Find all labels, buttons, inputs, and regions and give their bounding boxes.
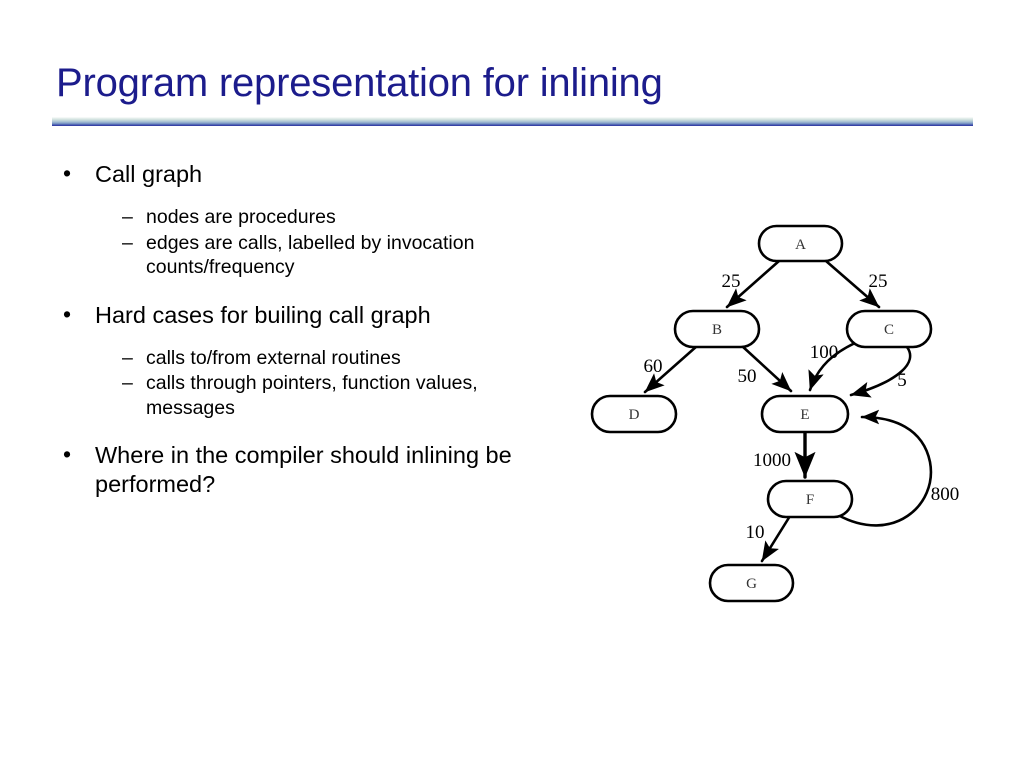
edge-label-b-d: 60 xyxy=(644,356,663,377)
spacer xyxy=(56,192,526,205)
list-item: – calls through pointers, function value… xyxy=(56,371,526,420)
edge-label-c-e-5: 5 xyxy=(897,370,907,391)
spacer xyxy=(56,421,526,441)
graph-node-label: C xyxy=(884,322,894,338)
list-item-label: Where in the compiler should inlining be… xyxy=(95,442,512,497)
edge-c-e-100 xyxy=(808,341,857,392)
title-divider xyxy=(52,117,973,126)
call-graph-svg: A B C D E F G 25 25 60 50 100 xyxy=(590,224,960,603)
page-title: Program representation for inlining xyxy=(56,61,663,105)
edge-b-d xyxy=(643,344,699,394)
bullet-list: • Call graph – nodes are procedures – ed… xyxy=(56,160,526,502)
graph-node-label: B xyxy=(712,322,722,338)
edge-f-g xyxy=(760,514,792,563)
graph-node-label: D xyxy=(629,407,640,423)
graph-node-d[interactable]: D xyxy=(590,394,678,434)
list-item: – nodes are procedures xyxy=(56,205,526,230)
list-item: • Call graph xyxy=(56,160,526,189)
graph-node-b[interactable]: B xyxy=(673,309,761,349)
list-item-label: calls to/from external routines xyxy=(146,346,401,369)
edge-a-c xyxy=(824,259,881,309)
edge-c-e-5 xyxy=(849,345,912,398)
bullet-marker: • xyxy=(63,300,72,327)
list-item-label: edges are calls, labelled by invocation … xyxy=(146,231,475,279)
bullet-marker: – xyxy=(122,231,133,254)
edge-label-a-c: 25 xyxy=(869,271,888,292)
edge-f-e-800 xyxy=(836,409,933,527)
list-item-label: calls through pointers, function values,… xyxy=(146,372,478,419)
bullet-marker: – xyxy=(122,372,133,394)
graph-node-a[interactable]: A xyxy=(757,224,844,263)
bullet-marker: – xyxy=(122,206,133,228)
edge-b-e xyxy=(740,344,793,393)
list-item: • Where in the compiler should inlining … xyxy=(56,441,526,499)
spacer xyxy=(56,281,526,301)
graph-node-label: A xyxy=(795,237,806,253)
bullet-marker: • xyxy=(63,160,72,186)
edge-label-b-e: 50 xyxy=(738,366,757,387)
list-item: – edges are calls, labelled by invocatio… xyxy=(56,231,526,280)
graph-node-label: G xyxy=(746,576,757,592)
graph-node-label: E xyxy=(800,407,809,423)
spacer xyxy=(56,333,526,346)
bullet-marker: • xyxy=(63,441,72,467)
graph-node-label: F xyxy=(806,492,814,508)
edge-label-f-g: 10 xyxy=(746,522,765,543)
list-item-label: Hard cases for builing call graph xyxy=(95,301,431,328)
list-item: • Hard cases for builing call graph xyxy=(56,301,526,330)
list-item: – calls to/from external routines xyxy=(56,346,526,371)
graph-node-e[interactable]: E xyxy=(760,394,850,434)
edge-label-c-e-100: 100 xyxy=(810,342,839,363)
edge-label-f-e-800: 800 xyxy=(931,484,960,505)
graph-node-g[interactable]: G xyxy=(708,563,795,603)
edge-label-a-b: 25 xyxy=(722,271,741,292)
list-item-label: Call graph xyxy=(95,161,203,187)
edge-a-b xyxy=(725,259,781,309)
call-graph-figure: A B C D E F G 25 25 60 50 100 xyxy=(560,200,1012,624)
graph-node-f[interactable]: F xyxy=(766,479,854,519)
list-item-label: nodes are procedures xyxy=(146,206,336,228)
graph-node-c[interactable]: C xyxy=(845,309,933,349)
bullet-marker: – xyxy=(122,346,133,369)
edge-label-e-f: 1000 xyxy=(753,450,791,471)
